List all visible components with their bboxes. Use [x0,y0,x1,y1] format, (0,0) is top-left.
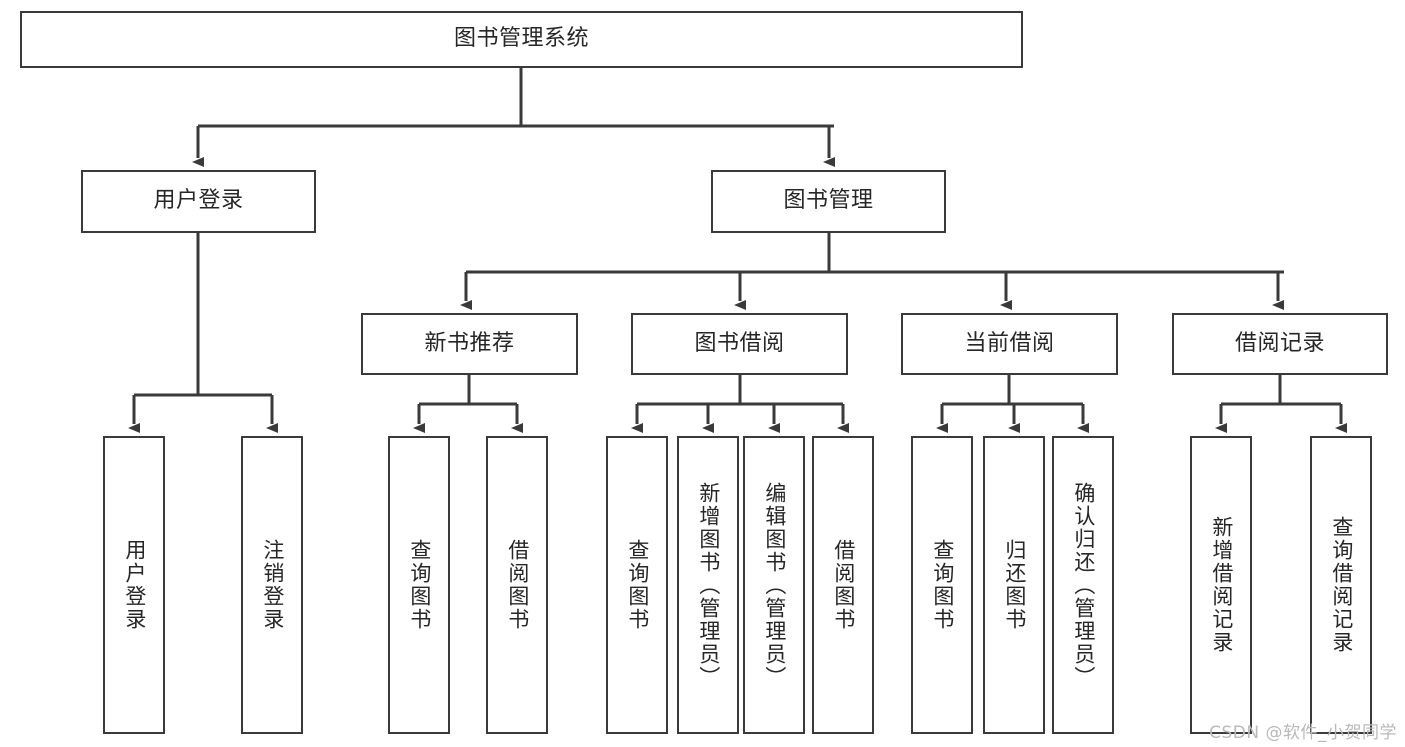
leaf-borrow-book-rec[interactable]: 借阅图书 [486,436,548,734]
leaf-borrow-book[interactable]: 借阅图书 [812,436,874,734]
node-borrow-record-label: 借阅记录 [1234,330,1325,356]
node-root-label: 图书管理系统 [453,26,589,52]
leaf-query-book-rec[interactable]: 查询图书 [388,436,450,734]
node-user-login[interactable]: 用户登录 [81,170,316,233]
leaf-edit-book[interactable]: 编辑图书（管理员） [743,436,805,734]
node-book-manage-label: 图书管理 [783,188,874,214]
leaf-query-book-rec-label: 查询图书 [407,539,432,631]
leaf-logout[interactable]: 注销登录 [241,436,303,734]
leaf-borrow-book-rec-label: 借阅图书 [505,539,530,631]
leaf-add-record-label: 新增借阅记录 [1209,516,1234,654]
node-current-borrow[interactable]: 当前借阅 [901,313,1118,375]
leaf-confirm-return[interactable]: 确认归还（管理员） [1052,436,1114,734]
leaf-add-book[interactable]: 新增图书（管理员） [677,436,739,734]
leaf-edit-book-label: 编辑图书（管理员） [762,481,787,689]
node-book-borrow-label: 图书借阅 [694,330,785,356]
node-current-borrow-label: 当前借阅 [964,330,1055,356]
leaf-add-book-label: 新增图书（管理员） [696,481,721,689]
node-root[interactable]: 图书管理系统 [20,11,1023,68]
leaf-user-login[interactable]: 用户登录 [103,436,165,734]
leaf-confirm-return-label: 确认归还（管理员） [1071,481,1096,689]
leaf-query-book-borrow-label: 查询图书 [625,539,650,631]
leaf-query-record[interactable]: 查询借阅记录 [1310,436,1372,734]
node-user-login-label: 用户登录 [153,188,244,214]
leaf-add-record[interactable]: 新增借阅记录 [1190,436,1252,734]
leaf-return-book-label: 归还图书 [1002,539,1027,631]
node-book-borrow[interactable]: 图书借阅 [631,313,848,375]
leaf-query-book-borrow[interactable]: 查询图书 [606,436,668,734]
csdn-watermark: CSDN @软件_小贺同学 [1209,723,1397,743]
leaf-query-record-label: 查询借阅记录 [1329,516,1354,654]
leaf-user-login-label: 用户登录 [122,539,147,631]
leaf-borrow-book-label: 借阅图书 [831,539,856,631]
leaf-return-book[interactable]: 归还图书 [983,436,1045,734]
node-new-book-rec[interactable]: 新书推荐 [361,313,578,375]
node-borrow-record[interactable]: 借阅记录 [1172,313,1388,375]
leaf-logout-label: 注销登录 [260,539,285,631]
node-book-manage[interactable]: 图书管理 [711,170,946,233]
node-new-book-rec-label: 新书推荐 [424,330,515,356]
leaf-query-book-cur-label: 查询图书 [930,539,955,631]
leaf-query-book-cur[interactable]: 查询图书 [911,436,973,734]
